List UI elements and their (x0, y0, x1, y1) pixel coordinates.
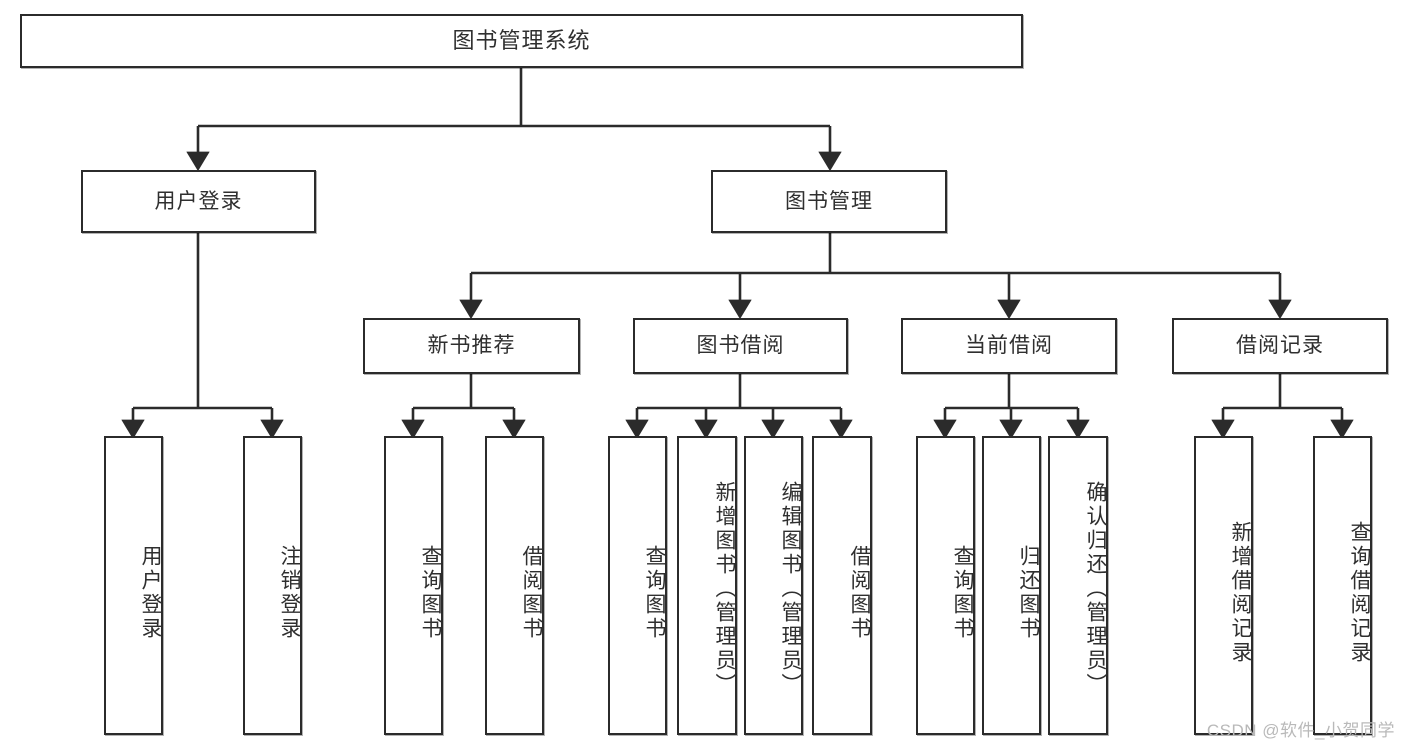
node-label: 归还图书 (1017, 544, 1040, 641)
node-label: 图书借阅 (696, 334, 785, 358)
leaf-new-book-borrow-book[interactable]: 借阅图书 (485, 436, 544, 735)
node-label: 图书管理系统 (452, 27, 591, 53)
leaf-book-borrow-borrow-book[interactable]: 借阅图书 (812, 436, 872, 735)
node-user-login[interactable]: 用户登录 (81, 170, 316, 233)
node-label: 用户登录 (154, 189, 243, 213)
node-label: 编辑图书（管理员） (779, 480, 802, 697)
node-label: 借阅图书 (520, 544, 543, 641)
node-book-borrow[interactable]: 图书借阅 (633, 318, 848, 374)
leaf-borrow-record-query-record[interactable]: 查询借阅记录 (1313, 436, 1372, 735)
node-label: 注销登录 (278, 544, 301, 641)
leaf-new-book-query-book[interactable]: 查询图书 (384, 436, 443, 735)
node-label: 借阅记录 (1236, 334, 1324, 358)
leaf-book-borrow-add-book-admin[interactable]: 新增图书（管理员） (677, 436, 737, 735)
leaf-book-borrow-edit-book-admin[interactable]: 编辑图书（管理员） (744, 436, 803, 735)
leaf-user-login-logout[interactable]: 注销登录 (243, 436, 302, 735)
node-label: 查询图书 (951, 544, 974, 641)
leaf-book-borrow-query-book[interactable]: 查询图书 (608, 436, 667, 735)
csdn-watermark: CSDN @软件_小贺同学 (1206, 721, 1395, 740)
node-new-book-recommend[interactable]: 新书推荐 (363, 318, 580, 374)
leaf-current-borrow-query-book[interactable]: 查询图书 (916, 436, 975, 735)
node-label: 查询图书 (419, 544, 442, 641)
node-root-book-management-system[interactable]: 图书管理系统 (20, 14, 1023, 68)
leaf-current-borrow-confirm-return-admin[interactable]: 确认归还（管理员） (1048, 436, 1108, 735)
leaf-user-login-login[interactable]: 用户登录 (104, 436, 163, 735)
node-book-management[interactable]: 图书管理 (711, 170, 947, 233)
leaf-borrow-record-add-record[interactable]: 新增借阅记录 (1194, 436, 1253, 735)
node-current-borrow[interactable]: 当前借阅 (901, 318, 1117, 374)
node-label: 查询图书 (643, 544, 666, 641)
node-label: 新增图书（管理员） (713, 480, 736, 697)
node-label: 用户登录 (139, 544, 162, 641)
node-label: 借阅图书 (848, 544, 871, 641)
node-label: 确认归还（管理员） (1084, 480, 1107, 697)
leaf-current-borrow-return-book[interactable]: 归还图书 (982, 436, 1041, 735)
node-label: 查询借阅记录 (1348, 520, 1371, 665)
node-borrow-record[interactable]: 借阅记录 (1172, 318, 1388, 374)
node-label: 新增借阅记录 (1229, 520, 1252, 665)
node-label: 新书推荐 (427, 334, 516, 358)
node-label: 图书管理 (785, 189, 873, 213)
node-label: 当前借阅 (965, 334, 1053, 358)
